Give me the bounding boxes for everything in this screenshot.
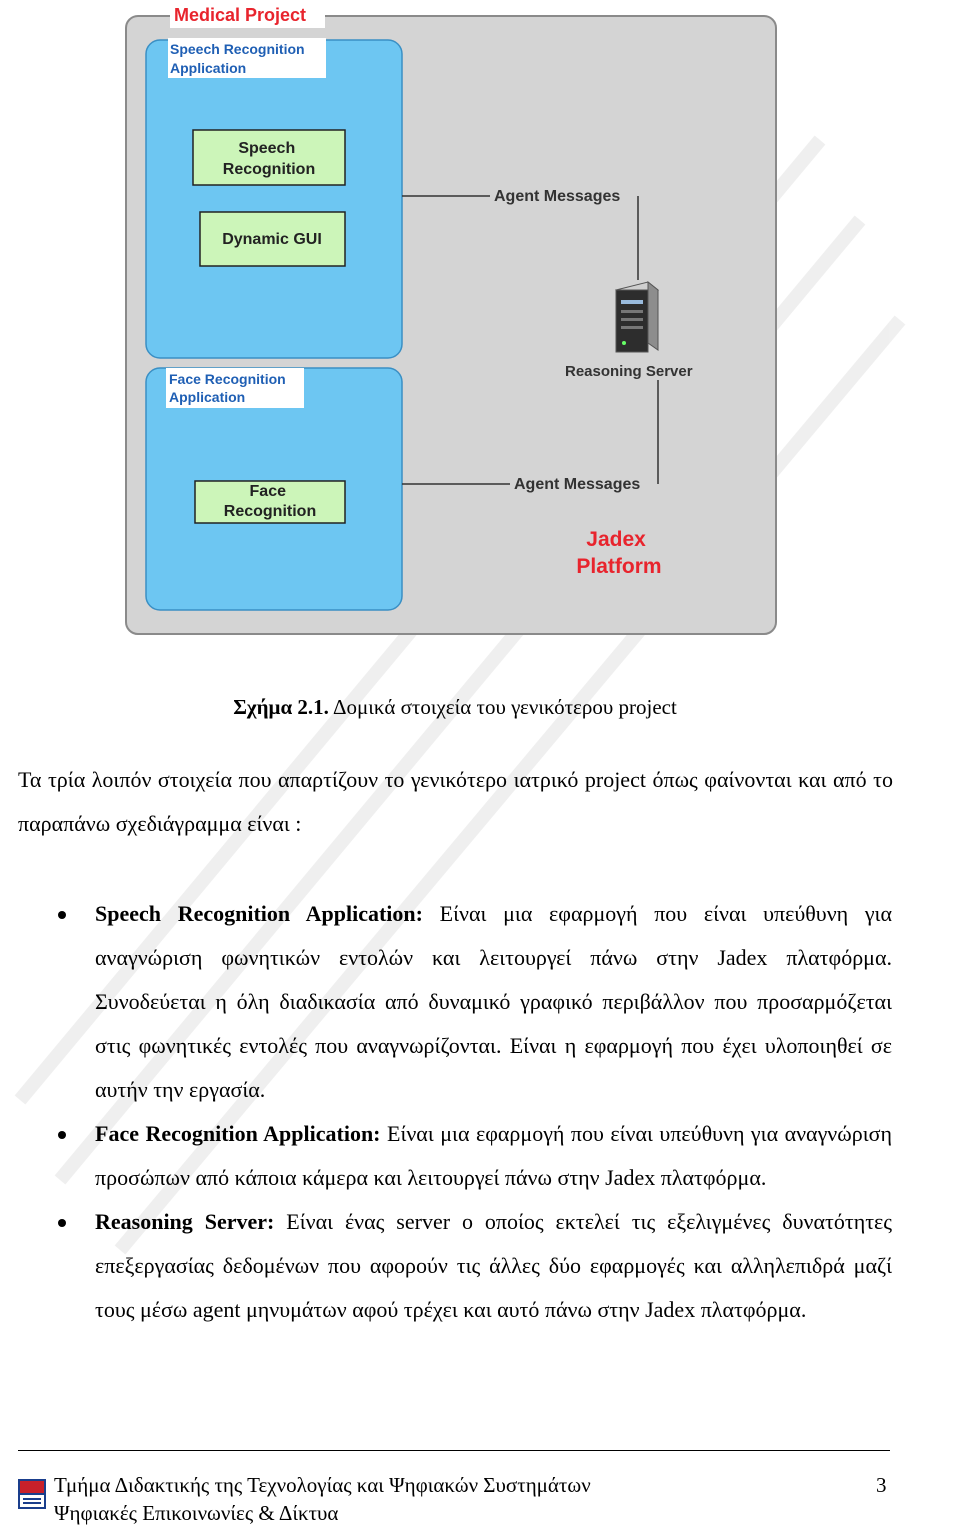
bullet-term: Face Recognition Application: bbox=[95, 1121, 381, 1146]
agent-messages-bottom-label: Agent Messages bbox=[514, 476, 640, 493]
server-icon bbox=[614, 280, 660, 353]
dynamic-gui-box bbox=[199, 211, 346, 267]
outer-title-bg bbox=[170, 2, 325, 28]
footer-divider bbox=[18, 1450, 890, 1451]
face-recognition-box bbox=[194, 480, 346, 524]
agent-messages-top-line bbox=[402, 195, 639, 280]
bullet-term: Speech Recognition Application: bbox=[95, 901, 423, 926]
agent-messages-top-label: Agent Messages bbox=[494, 188, 620, 205]
architecture-diagram: Medical Project Speech Recognition Appli… bbox=[125, 2, 777, 635]
reasoning-server-label: Reasoning Server bbox=[565, 363, 693, 380]
page-number: 3 bbox=[876, 1473, 887, 1497]
outer-title: Medical Project bbox=[174, 5, 306, 25]
speech-app-label: Speech Recognition Application bbox=[170, 41, 308, 76]
jadex-platform-label: Jadex Platform bbox=[576, 528, 661, 578]
speech-recognition-box bbox=[192, 129, 346, 186]
dynamic-gui-label: Dynamic GUI bbox=[222, 231, 322, 248]
intro-paragraph: Τα τρία λοιπόν στοιχεία που απαρτίζουν τ… bbox=[18, 767, 893, 836]
bullet-icon bbox=[58, 1131, 66, 1139]
figure-caption-text: Δομικά στοιχεία του γενικότερου project bbox=[333, 695, 677, 719]
face-recognition-label: Face Recognition bbox=[224, 483, 316, 520]
list-item: Reasoning Server: Είναι ένας server ο οπ… bbox=[58, 1200, 892, 1332]
list-item: Speech Recognition Application: Είναι μι… bbox=[58, 892, 893, 1112]
footer-department: Τμήμα Διδακτικής της Τεχνολογίας και Ψηφ… bbox=[54, 1473, 591, 1497]
bullet-icon bbox=[58, 911, 66, 919]
bullet-list: Speech Recognition Application: Είναι μι… bbox=[0, 892, 960, 1332]
face-app-label: Face Recognition Application bbox=[169, 371, 290, 405]
bullet-text: Είναι ένας server ο οποίος εκτελεί τις ε… bbox=[95, 1209, 892, 1322]
bullet-term: Reasoning Server: bbox=[95, 1209, 275, 1234]
figure-caption-label: Σχήμα 2.1. bbox=[233, 695, 329, 719]
footer-course: Ψηφιακές Επικοινωνίες & Δίκτυα bbox=[54, 1501, 339, 1525]
bullet-icon bbox=[58, 1219, 66, 1227]
speech-recognition-label: Speech Recognition bbox=[223, 140, 315, 178]
university-logo-icon bbox=[18, 1479, 46, 1509]
speech-app-box bbox=[145, 39, 403, 359]
bullet-text: Είναι μια εφαρμογή που είναι υπεύθυνη γι… bbox=[95, 901, 893, 1102]
figure-caption: Σχήμα 2.1. Δομικά στοιχεία του γενικότερ… bbox=[0, 695, 910, 720]
agent-messages-bottom-line bbox=[402, 380, 659, 485]
list-item: Face Recognition Application: Είναι μια … bbox=[58, 1112, 892, 1200]
bullet-text: Είναι μια εφαρμογή που είναι υπεύθυνη γι… bbox=[95, 1121, 892, 1190]
